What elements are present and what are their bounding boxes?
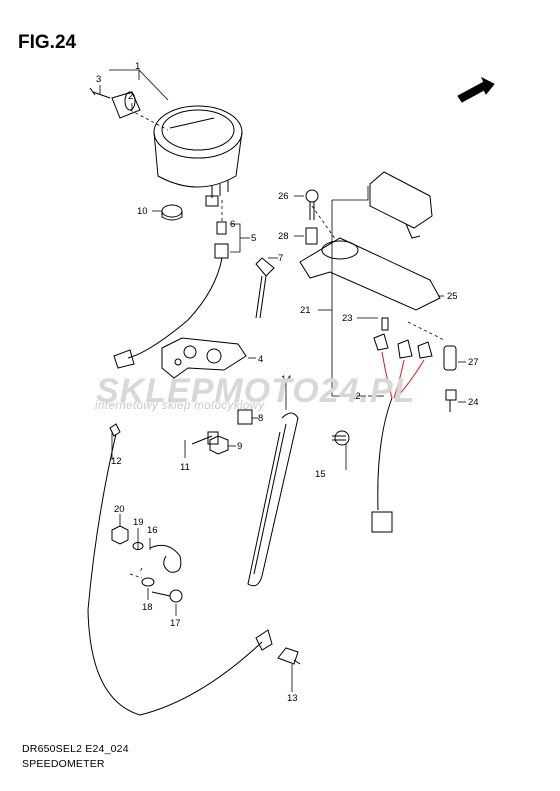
callout-25: 25: [447, 291, 458, 302]
diagram-code: DR650SEL2 E24_024: [22, 743, 129, 755]
callout-3: 3: [96, 74, 101, 85]
callout-23: 23: [342, 313, 353, 324]
bolt-13: [277, 647, 301, 665]
callout-27: 27: [468, 357, 479, 368]
callout-5: 5: [251, 233, 256, 244]
indicator-wiring-22: [371, 317, 433, 533]
bulb-27: [443, 345, 457, 371]
callout-labels: 1 2 3 4 5 6 7 8 9 10 11 12 13 14 15 16 1…: [96, 61, 479, 704]
washer-18: [141, 577, 155, 587]
callout-10: 10: [137, 206, 148, 217]
callout-15: 15: [315, 469, 326, 480]
callout-13: 13: [287, 693, 298, 704]
callout-11: 11: [180, 462, 190, 473]
lamp-wiring: [113, 257, 223, 369]
watermark-tagline: internetowy sklep motocyklowy: [95, 400, 265, 412]
bracket-4: [161, 337, 247, 379]
callout-22: 22: [350, 391, 361, 402]
indicator-lens: [369, 171, 433, 239]
fwd-arrow-icon: [457, 76, 495, 103]
callout-8: 8: [258, 413, 263, 424]
indicator-wiring-red: [381, 351, 425, 399]
callout-20: 20: [114, 504, 125, 515]
bolt-17: [151, 589, 183, 603]
callout-2: 2: [128, 91, 133, 102]
callout-19: 19: [133, 517, 144, 528]
callout-6: 6: [230, 219, 235, 230]
callout-24: 24: [468, 397, 479, 408]
screw-24: [445, 389, 457, 412]
callout-14: 14: [281, 374, 292, 385]
bulb-6: [214, 221, 229, 259]
cushion-10: [161, 204, 183, 221]
callout-4: 4: [258, 354, 263, 365]
callout-17: 17: [170, 618, 181, 629]
callout-12: 12: [111, 456, 122, 467]
speedometer-assembly: [153, 105, 243, 207]
watermark-brand: SKLEPMOTO24.PL: [96, 372, 416, 410]
diagram-name: SPEEDOMETER: [22, 758, 105, 770]
callout-18: 18: [142, 602, 153, 613]
callout-16: 16: [147, 525, 158, 536]
leader-lines: [99, 69, 466, 692]
figure-title: FIG.24: [18, 32, 77, 53]
speedometer-cable-12: [87, 423, 273, 716]
guide-lines: [129, 109, 445, 579]
drive-gear: [89, 87, 141, 119]
nut-9: [209, 435, 229, 455]
callout-28: 28: [278, 231, 289, 242]
hose-14: [247, 412, 299, 587]
indicator-housing-25: [299, 237, 441, 311]
bolt-11: [191, 431, 219, 445]
cushion-8: [237, 409, 253, 425]
callout-9: 9: [237, 441, 242, 452]
nut-20: [111, 525, 129, 545]
callout-21: 21: [300, 305, 311, 316]
cushion-28: [305, 227, 318, 245]
bolt-15: [332, 430, 350, 446]
callout-7: 7: [278, 253, 283, 264]
clamp-16: [149, 544, 182, 573]
screw-26: [305, 189, 319, 220]
callout-1: 1: [135, 61, 140, 72]
callout-26: 26: [278, 191, 289, 202]
clamp-7: [255, 257, 275, 319]
